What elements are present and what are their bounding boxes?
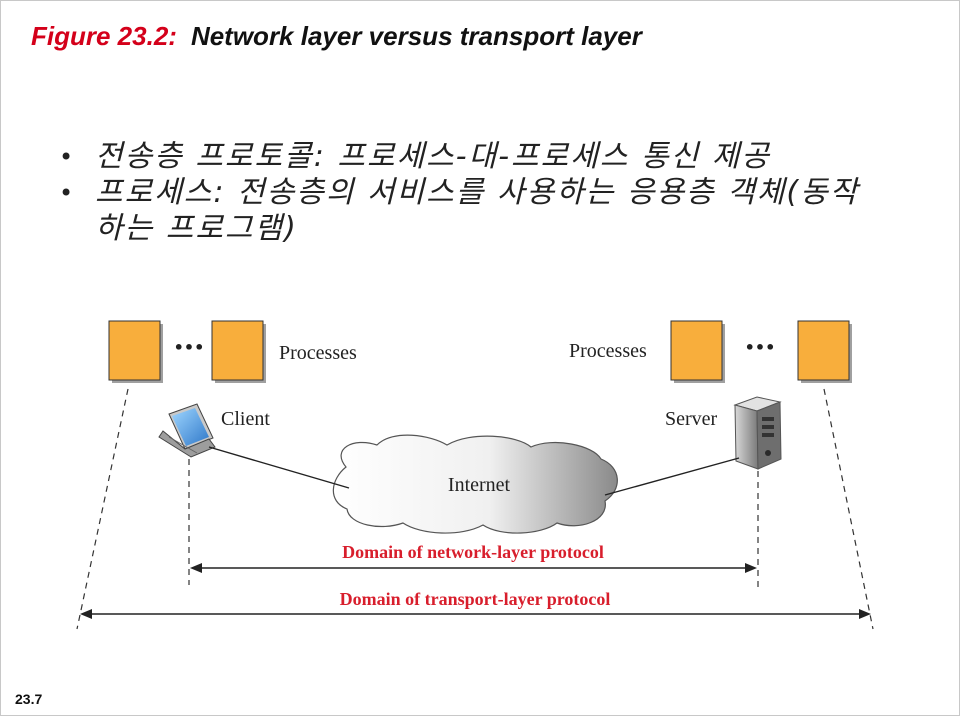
server-label: Server xyxy=(665,408,718,430)
internet-label: Internet xyxy=(448,474,511,496)
bullet-item: • 전송층 프로토콜: 프로세스-대-프로세스 통신 제공 xyxy=(59,139,879,175)
server-icon xyxy=(733,396,782,470)
process-box xyxy=(670,320,723,381)
bullet-list: • 전송층 프로토콜: 프로세스-대-프로세스 통신 제공 • 프로세스: 전송층의… xyxy=(59,139,879,247)
transport-domain-arrow xyxy=(80,609,871,619)
dashed-guide-line xyxy=(823,388,874,630)
network-domain-label: Domain of network-layer protocol xyxy=(342,542,604,562)
ellipsis: ••• xyxy=(745,338,776,357)
right-processes-label: Processes xyxy=(569,340,647,362)
bullet-text: 프로세스: 전송층의 서비스를 사용하는 응용층 객체(동작하는 프로그램) xyxy=(95,175,860,246)
bullet-dot-icon: • xyxy=(59,179,76,207)
transport-domain-label: Domain of transport-layer protocol xyxy=(340,589,611,609)
client-label: Client xyxy=(221,408,270,430)
bullet-text: 전송층 프로토콜: 프로세스-대-프로세스 통신 제공 xyxy=(95,139,771,174)
network-domain-arrow xyxy=(190,563,757,573)
server-link-line xyxy=(604,457,740,496)
figure-caption: Network layer versus transport layer xyxy=(190,21,642,51)
process-box xyxy=(211,320,264,381)
dashed-guide-line xyxy=(76,388,129,630)
process-box xyxy=(797,320,850,381)
bullet-dot-icon: • xyxy=(59,143,76,171)
left-processes-label: Processes xyxy=(279,342,357,364)
bullet-item: • 프로세스: 전송층의 서비스를 사용하는 응용층 객체(동작하는 프로그램) xyxy=(59,175,879,247)
ellipsis: ••• xyxy=(174,338,205,357)
process-box xyxy=(108,320,161,381)
slide-number: 23.7 xyxy=(15,691,43,707)
internet-cloud-icon xyxy=(332,434,618,534)
slide-title: Figure 23.2: Network layer versus transpo… xyxy=(31,21,642,52)
client-link-line xyxy=(208,446,350,489)
figure-label: Figure 23.2: xyxy=(31,21,177,51)
laptop-icon xyxy=(158,403,216,458)
